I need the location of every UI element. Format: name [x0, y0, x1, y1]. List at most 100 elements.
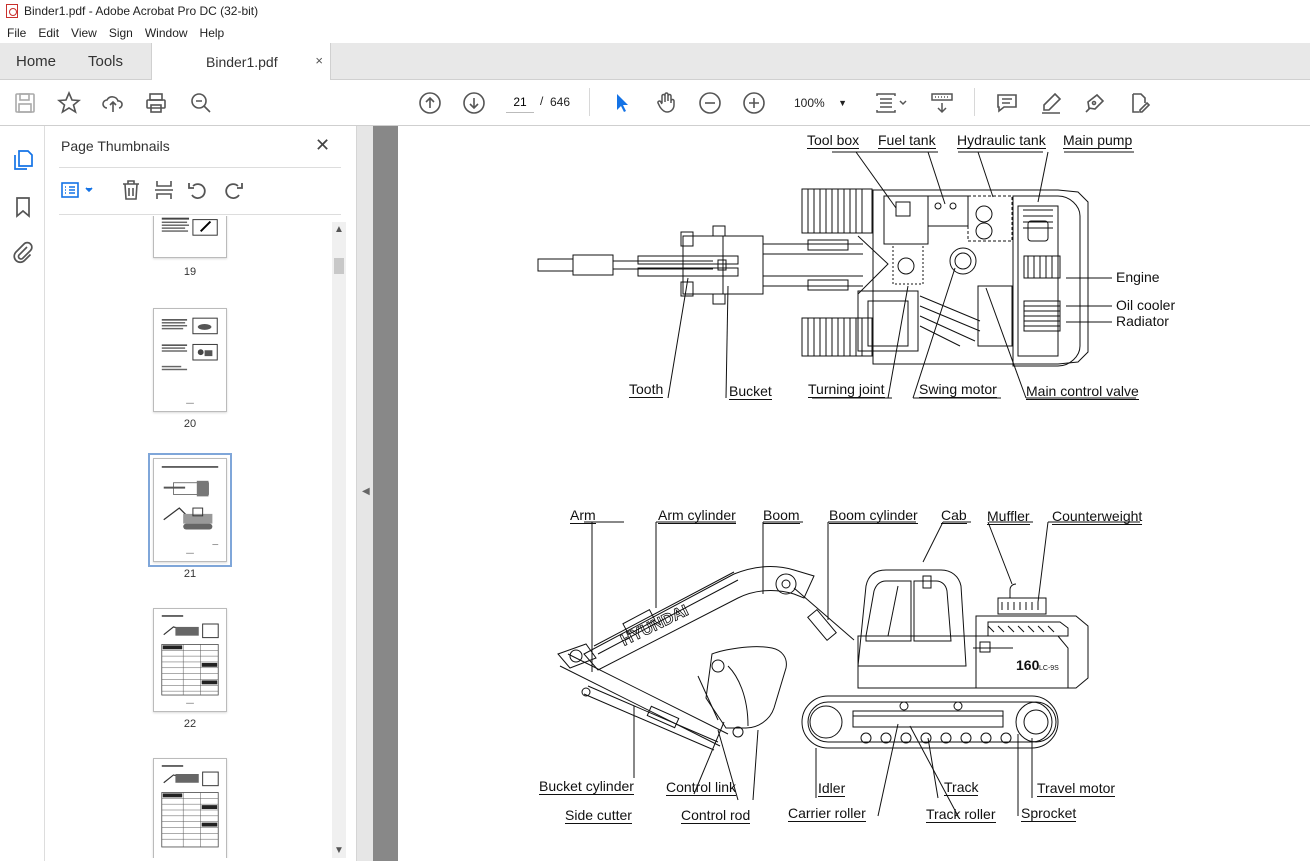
scroll-down-icon[interactable]: ▼ [334, 845, 344, 856]
zoom-in-icon[interactable] [742, 91, 766, 115]
share-upload-icon[interactable] [101, 91, 125, 115]
page-separator: / [540, 94, 544, 108]
zoom-level-value: 100% [794, 96, 825, 110]
fill-and-sign-icon[interactable] [1127, 91, 1151, 115]
panel-splitter[interactable]: ◀ [356, 126, 373, 861]
label-bucket-cylinder: Bucket cylinder [539, 778, 634, 795]
bookmark-star-icon[interactable] [56, 90, 82, 115]
label-hydraulic-tank: Hydraulic tank [957, 132, 1046, 149]
excavator-side-view-diagram: 160 LC-9S HYUNDAI [557, 521, 1140, 817]
next-page-icon[interactable] [462, 91, 486, 115]
label-engine: Engine [1116, 269, 1160, 285]
label-travel-motor: Travel motor [1037, 780, 1116, 797]
label-main-pump: Main pump [1063, 132, 1133, 149]
label-arm: Arm [570, 507, 596, 524]
thumbnail-page[interactable] [153, 216, 227, 258]
rotate-counterclockwise-icon[interactable] [186, 178, 210, 202]
scrolling-mode-icon[interactable] [930, 91, 954, 115]
attachments-paperclip-icon[interactable] [11, 241, 35, 265]
menu-help[interactable]: Help [199, 25, 225, 40]
document-viewer[interactable]: Tool box Fuel tank Hydraulic tank Main p… [373, 126, 1310, 861]
thumbnail-scrollbar[interactable]: ▲ ▼ [332, 222, 346, 858]
label-counterweight: Counterweight [1052, 508, 1143, 525]
scroll-up-icon[interactable]: ▲ [334, 224, 344, 235]
model-suffix-text: LC-9S [1039, 665, 1059, 672]
draw-sign-icon[interactable] [1083, 91, 1107, 115]
menu-bar: File Edit View Sign Window Help [0, 22, 1310, 43]
menu-view[interactable]: View [71, 25, 97, 40]
label-control-rod: Control rod [681, 807, 751, 824]
highlight-pen-icon[interactable] [1039, 91, 1063, 115]
label-control-link: Control link [666, 779, 737, 796]
label-tool-box: Tool box [807, 132, 860, 149]
chevron-down-icon: ▼ [838, 98, 847, 108]
label-arm-cylinder: Arm cylinder [658, 507, 736, 524]
find-zoom-icon[interactable] [189, 91, 213, 115]
label-fuel-tank: Fuel tank [878, 132, 936, 149]
tab-document[interactable]: Binder1.pdf × [151, 43, 331, 81]
save-icon[interactable] [13, 91, 37, 115]
thumbnail-list: 19 20 [45, 216, 333, 858]
label-sprocket: Sprocket [1021, 805, 1077, 822]
select-cursor-icon[interactable] [610, 91, 634, 115]
page-thumbnails-panel: Page Thumbnails ✕ 19 [45, 126, 356, 861]
page-thumbnails-icon[interactable] [11, 148, 35, 172]
zoom-out-icon[interactable] [698, 91, 722, 115]
close-tab-icon[interactable]: × [315, 53, 323, 68]
comment-icon[interactable] [995, 91, 1019, 115]
menu-file[interactable]: File [7, 25, 27, 40]
label-cab: Cab [941, 507, 967, 524]
thumbnail-label: 22 [183, 718, 197, 730]
print-icon[interactable] [144, 91, 168, 115]
toolbar-divider [974, 88, 975, 116]
main-toolbar: / 646 100% ▼ [0, 80, 1310, 126]
menu-edit[interactable]: Edit [38, 25, 60, 40]
collapse-panel-icon[interactable]: ◀ [362, 486, 370, 497]
toolbar-divider [589, 88, 590, 116]
label-side-cutter: Side cutter [565, 807, 632, 824]
tab-tools[interactable]: Tools [88, 53, 124, 70]
tab-bar: Home Tools Binder1.pdf × [0, 43, 1310, 81]
excavator-top-view-diagram [537, 151, 1136, 399]
thumbnail-page[interactable] [153, 608, 227, 712]
thumbnail-label: 19 [183, 266, 197, 278]
menu-window[interactable]: Window [144, 25, 188, 40]
label-idler: Idler [818, 780, 846, 797]
tab-home[interactable]: Home [16, 53, 57, 70]
close-panel-icon[interactable]: ✕ [315, 135, 331, 155]
label-track-roller: Track roller [926, 806, 996, 823]
label-turning-joint: Turning joint [808, 381, 885, 398]
thumbnail-label: 21 [183, 568, 197, 580]
page-fit-icon[interactable] [874, 91, 910, 115]
title-bar: Binder1.pdf - Adobe Acrobat Pro DC (32-b… [0, 0, 1310, 22]
zoom-level-select[interactable]: 100% ▼ [789, 92, 851, 114]
label-boom: Boom [763, 507, 800, 524]
menu-sign[interactable]: Sign [108, 25, 133, 40]
hand-tool-icon[interactable] [654, 91, 678, 115]
panel-divider [59, 214, 341, 215]
brand-logo-text: HYUNDAI [618, 602, 691, 649]
rotate-clockwise-icon[interactable] [221, 178, 245, 202]
page-number-input[interactable] [506, 91, 534, 113]
label-oil-cooler: Oil cooler [1116, 297, 1176, 313]
bookmarks-icon[interactable] [11, 195, 35, 219]
pdf-page: Tool box Fuel tank Hydraulic tank Main p… [398, 126, 1310, 861]
insert-page-icon[interactable] [152, 178, 176, 202]
thumbnail-page[interactable] [153, 758, 227, 858]
delete-page-icon[interactable] [119, 178, 143, 202]
label-main-control-valve: Main control valve [1026, 383, 1139, 400]
thumbnail-page-selected[interactable] [148, 453, 232, 567]
navigation-rail [0, 126, 45, 861]
label-radiator: Radiator [1116, 313, 1169, 329]
thumbnail-page[interactable] [153, 308, 227, 412]
thumbnail-options-icon[interactable] [59, 178, 95, 202]
label-muffler: Muffler [987, 508, 1030, 525]
label-swing-motor: Swing motor [919, 381, 997, 398]
scrollbar-thumb[interactable] [334, 258, 344, 274]
label-bucket: Bucket [729, 383, 772, 400]
label-track: Track [944, 779, 979, 796]
label-boom-cylinder: Boom cylinder [829, 507, 918, 524]
panel-divider [59, 167, 341, 168]
previous-page-icon[interactable] [418, 91, 442, 115]
page-total: 646 [550, 95, 571, 109]
